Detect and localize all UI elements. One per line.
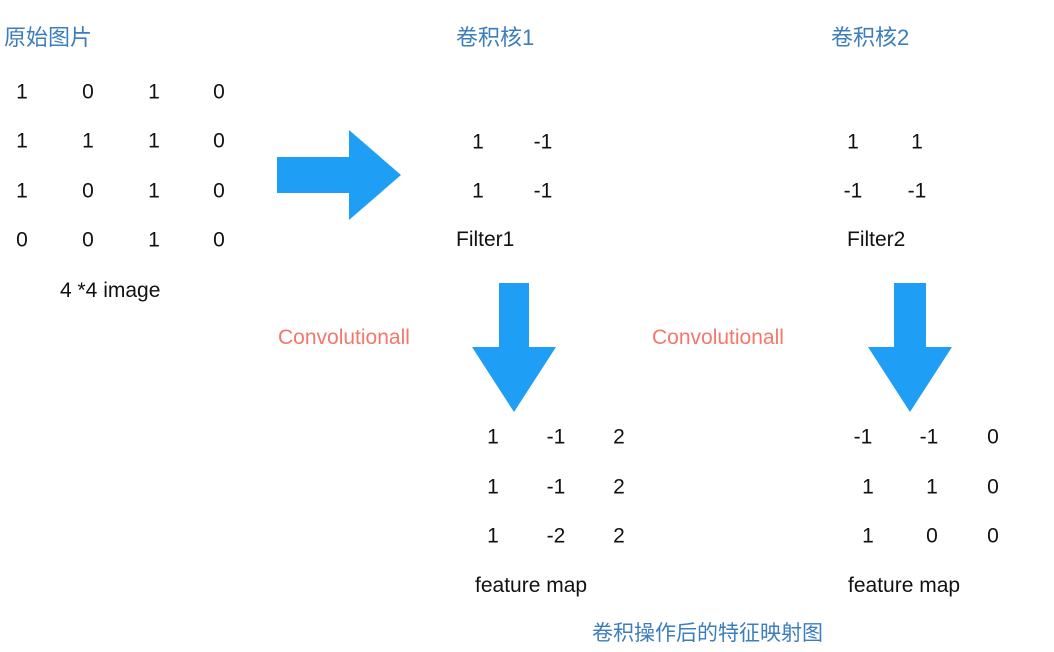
matrix-cell: 0 (987, 425, 999, 449)
matrix-cell: 1 (16, 179, 28, 203)
matrix-cell: 0 (82, 80, 94, 104)
matrix-cell: 0 (16, 228, 28, 252)
down-arrow-icon-right (866, 283, 954, 414)
matrix-cell: 1 (472, 179, 484, 203)
matrix-cell: 0 (82, 179, 94, 203)
matrix-cell: 1 (862, 475, 874, 499)
matrix-cell: 1 (847, 130, 859, 154)
matrix-cell: -1 (907, 179, 927, 203)
matrix-cell: 1 (148, 80, 160, 104)
matrix-cell: 1 (82, 129, 94, 153)
matrix-cell: -1 (843, 179, 863, 203)
label-convolution-left: Convolutionall (278, 326, 410, 349)
matrix-cell: 2 (613, 475, 625, 499)
matrix-cell: 0 (987, 475, 999, 499)
label-feature-map-left: feature map (475, 574, 588, 597)
matrix-cell: 1 (148, 228, 160, 252)
matrix-cell: -1 (546, 475, 566, 499)
label-feature-map-right: feature map (848, 574, 961, 597)
matrix-cell: 0 (987, 524, 999, 548)
label-convolution-right: Convolutionall (652, 326, 784, 349)
heading-kernel-2: 卷积核2 (831, 25, 910, 50)
matrix-cell: -1 (533, 179, 553, 203)
matrix-cell: 1 (487, 475, 499, 499)
heading-original-image: 原始图片 (4, 25, 93, 50)
matrix-cell: 0 (213, 80, 225, 104)
matrix-cell: 1 (487, 425, 499, 449)
matrix-cell: 1 (16, 129, 28, 153)
diagram-caption: 卷积操作后的特征映射图 (592, 622, 823, 645)
matrix-cell: 2 (613, 524, 625, 548)
matrix-cell: 1 (911, 130, 923, 154)
matrix-cell: 1 (16, 80, 28, 104)
matrix-cell: 1 (148, 179, 160, 203)
matrix-cell: -1 (853, 425, 873, 449)
matrix-cell: -2 (546, 524, 566, 548)
matrix-cell: 1 (148, 129, 160, 153)
matrix-cell: 0 (213, 179, 225, 203)
label-filter-2: Filter2 (847, 228, 906, 251)
matrix-cell: 1 (472, 130, 484, 154)
matrix-cell: 0 (213, 129, 225, 153)
label-image-size: 4 *4 image (60, 279, 161, 302)
matrix-cell: 0 (213, 228, 225, 252)
matrix-cell: 2 (613, 425, 625, 449)
matrix-cell: 1 (862, 524, 874, 548)
matrix-cell: -1 (533, 130, 553, 154)
matrix-cell: 1 (487, 524, 499, 548)
matrix-cell: 0 (926, 524, 938, 548)
label-filter-1: Filter1 (456, 228, 515, 251)
matrix-cell: 1 (926, 475, 938, 499)
right-arrow-icon (277, 127, 403, 223)
heading-kernel-1: 卷积核1 (456, 25, 535, 50)
matrix-cell: 0 (82, 228, 94, 252)
matrix-cell: -1 (919, 425, 939, 449)
matrix-cell: -1 (546, 425, 566, 449)
down-arrow-icon-left (470, 283, 558, 414)
